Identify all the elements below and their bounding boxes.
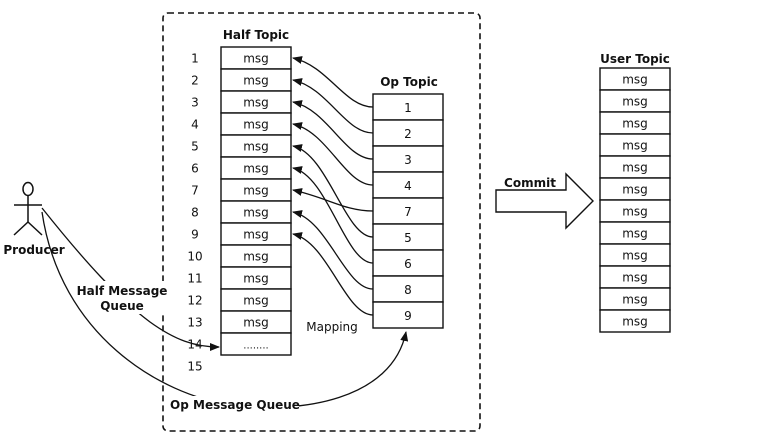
user-topic-title: User Topic [600,52,670,66]
op-topic-cell-text: 3 [404,153,412,167]
half-topic-cell-text: msg [243,118,269,132]
half-topic-index: 13 [187,316,202,330]
op-topic-cell-text: 6 [404,257,412,271]
commit-label: Commit [504,176,556,190]
user-topic-cell-text: msg [622,139,648,153]
half-topic-index: 1 [191,52,199,66]
mapping-arrow [292,100,374,160]
half-topic-index: 12 [187,294,202,308]
half-topic-index: 6 [191,162,199,176]
half-topic-index: 8 [191,206,199,220]
op-topic-cell-text: 7 [404,205,412,219]
user-topic-cell-text: msg [622,205,648,219]
half-topic-cell-text: msg [243,52,269,66]
producer-label: Producer [3,243,64,257]
op-topic-cell-text: 8 [404,283,412,297]
broker-boundary [162,12,481,432]
mapping-arrows [292,56,374,316]
mapping-arrow [292,78,374,134]
mapping-arrow [292,210,374,290]
mapping-arrow [292,166,374,264]
half-topic-index: 9 [191,228,199,242]
op-topic-cell [372,119,444,147]
mapping-arrow [292,56,374,108]
half-topic-cell-text: msg [243,206,269,220]
user-topic-cell-text: msg [622,117,648,131]
half-message-queue-label-line2: Queue [100,299,144,313]
half-topic-cell-text: msg [243,250,269,264]
half-topic-index: 2 [191,74,199,88]
op-message-queue-label: Op Message Queue [170,398,300,412]
half-topic-cell-text: msg [243,74,269,88]
op-topic-cell [372,275,444,303]
op-topic-cell-text: 4 [404,179,412,193]
user-topic-cell-text: msg [622,249,648,263]
half-topic-cell-text: msg [243,294,269,308]
op-topic-cell-text: 5 [404,231,412,245]
op-topic-cell-text: 1 [404,101,412,115]
half-topic-cell-text: msg [243,316,269,330]
half-topic-title: Half Topic [223,28,289,42]
half-message-queue-label-bg [76,281,168,314]
half-topic-cell-text: msg [243,140,269,154]
mapping-arrow [292,144,374,238]
half-topic-index: 11 [187,272,202,286]
half-topic-index: 10 [187,250,202,264]
half-topic-cell-text: ........ [243,341,268,352]
half-message-queue-label-line1: Half Message [77,284,168,298]
op-topic-title: Op Topic [380,75,438,89]
half-topic-cell [220,332,292,356]
half-topic-cell-text: msg [243,272,269,286]
op-message-queue-label-bg [171,396,299,413]
mapping-arrow [292,232,374,316]
half-topic-cell-text: msg [243,96,269,110]
half-topic-cell-text: msg [243,184,269,198]
user-topic-cell [599,309,671,333]
op-topic-cells: 1 2 3 4 7 5 6 8 9 [372,93,444,329]
half-topic-index: 15 [187,360,202,374]
user-topic-cell-text: msg [622,95,648,109]
half-message-queue-arrow [41,207,220,351]
commit-arrow [495,172,594,230]
producer-icon [13,181,43,236]
op-topic-cell-text: 2 [404,127,412,141]
user-topic-cell-text: msg [622,293,648,307]
user-topic-cell-text: msg [622,183,648,197]
half-topic-cell-text: msg [243,228,269,242]
half-topic-cells: msg msg msg msg msg msg msg msg msg msg msg msg msg.… [220,46,292,356]
mapping-label: Mapping [306,320,358,334]
mapping-arrow [292,122,374,186]
user-topic-cell-text: msg [622,315,648,329]
half-topic-cell-text: msg [243,162,269,176]
op-topic-cell [372,171,444,199]
half-topic-index: 3 [191,96,199,110]
op-topic-cell [372,197,444,225]
user-topic-cells: msg msg msg msg msg msg msg msg msg msg msg msg [599,67,671,333]
op-topic-cell-text: 9 [404,309,412,323]
half-topic-index: 5 [191,140,199,154]
user-topic-cell-text: msg [622,161,648,175]
user-topic-cell-text: msg [622,227,648,241]
user-topic-cell-text: msg [622,73,648,87]
half-topic-index: 7 [191,184,199,198]
op-topic-cell [372,249,444,277]
mapping-arrow [292,188,374,212]
user-topic-cell-text: msg [622,271,648,285]
half-topic-index: 4 [191,118,199,132]
